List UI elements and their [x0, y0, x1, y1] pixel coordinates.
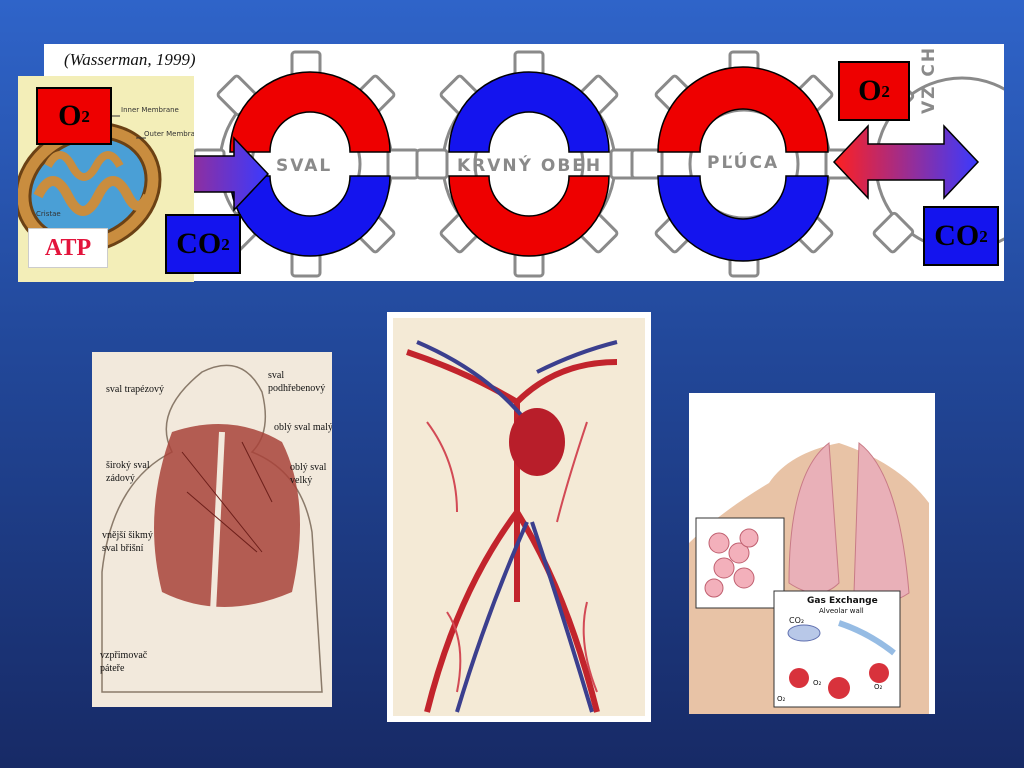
o2-left-sub: 2	[81, 106, 90, 126]
co2-right-sub: 2	[979, 226, 988, 246]
mito-label-outer: Outer Membrane	[144, 130, 194, 138]
label-trapezius: sval trapézový	[106, 384, 164, 395]
label-latissimus-b: zádový	[106, 473, 135, 484]
o2-label-a: O₂	[777, 695, 786, 703]
citation: (Wasserman, 1999)	[64, 50, 196, 69]
gear-label-lungs: PĽÚCA	[707, 151, 779, 173]
co2-label: CO₂	[789, 616, 804, 625]
label-oblique-a: vnější šikmý	[102, 530, 153, 541]
label-teres-major-a: oblý sval	[290, 462, 327, 473]
label-teres-major-b: velký	[290, 475, 312, 486]
label-oblique-b: sval břišní	[102, 543, 144, 554]
label-latissimus-a: široký sval	[106, 460, 150, 471]
label-erector-a: vzpřimovač	[100, 650, 148, 661]
ring-blood	[448, 71, 610, 257]
back-muscles-illustration: sval trapézový sval podhřebenový oblý sv…	[92, 352, 333, 707]
label-supraspinatus-b: podhřebenový	[268, 383, 325, 394]
gear-label-muscle: SVAL	[276, 156, 332, 176]
gas-exchange-title: Gas Exchange	[807, 596, 878, 606]
mito-label-inner: Inner Membrane	[121, 106, 179, 114]
ring-muscle	[229, 71, 391, 257]
double-arrow-right	[832, 124, 980, 200]
label-teres-minor: oblý sval malý	[274, 422, 332, 433]
label-erector-b: páteře	[100, 663, 125, 674]
o2-label-b: O₂	[813, 679, 822, 687]
o2-right-sub: 2	[881, 81, 890, 101]
atp-label: ATP	[28, 228, 108, 268]
circulatory-system-illustration	[387, 312, 651, 722]
gas-exchange-subtitle: Alveolar wall	[819, 607, 864, 615]
gas-exchange-illustration: Gas Exchange Alveolar wall CO₂ O₂ O₂ O₂	[689, 393, 935, 714]
o2-right-base: O	[858, 74, 882, 107]
o2-left-base: O	[58, 99, 82, 132]
ring-lungs	[657, 66, 829, 262]
o2-label-c: O₂	[874, 683, 883, 691]
co2-right-base: CO	[934, 219, 980, 252]
co2-left-base: CO	[176, 227, 222, 260]
gear-label-blood: KRVNÝ OBEH	[457, 154, 602, 176]
gear-diagram: SVAL KRVNÝ OBEH PĽÚCA VZ CH	[92, 46, 1024, 278]
gear-label-side: VZ CH	[919, 46, 939, 114]
mito-label-cristae: Cristae	[36, 210, 61, 218]
label-supraspinatus-a: sval	[268, 370, 284, 381]
co2-left-sub: 2	[221, 234, 230, 254]
